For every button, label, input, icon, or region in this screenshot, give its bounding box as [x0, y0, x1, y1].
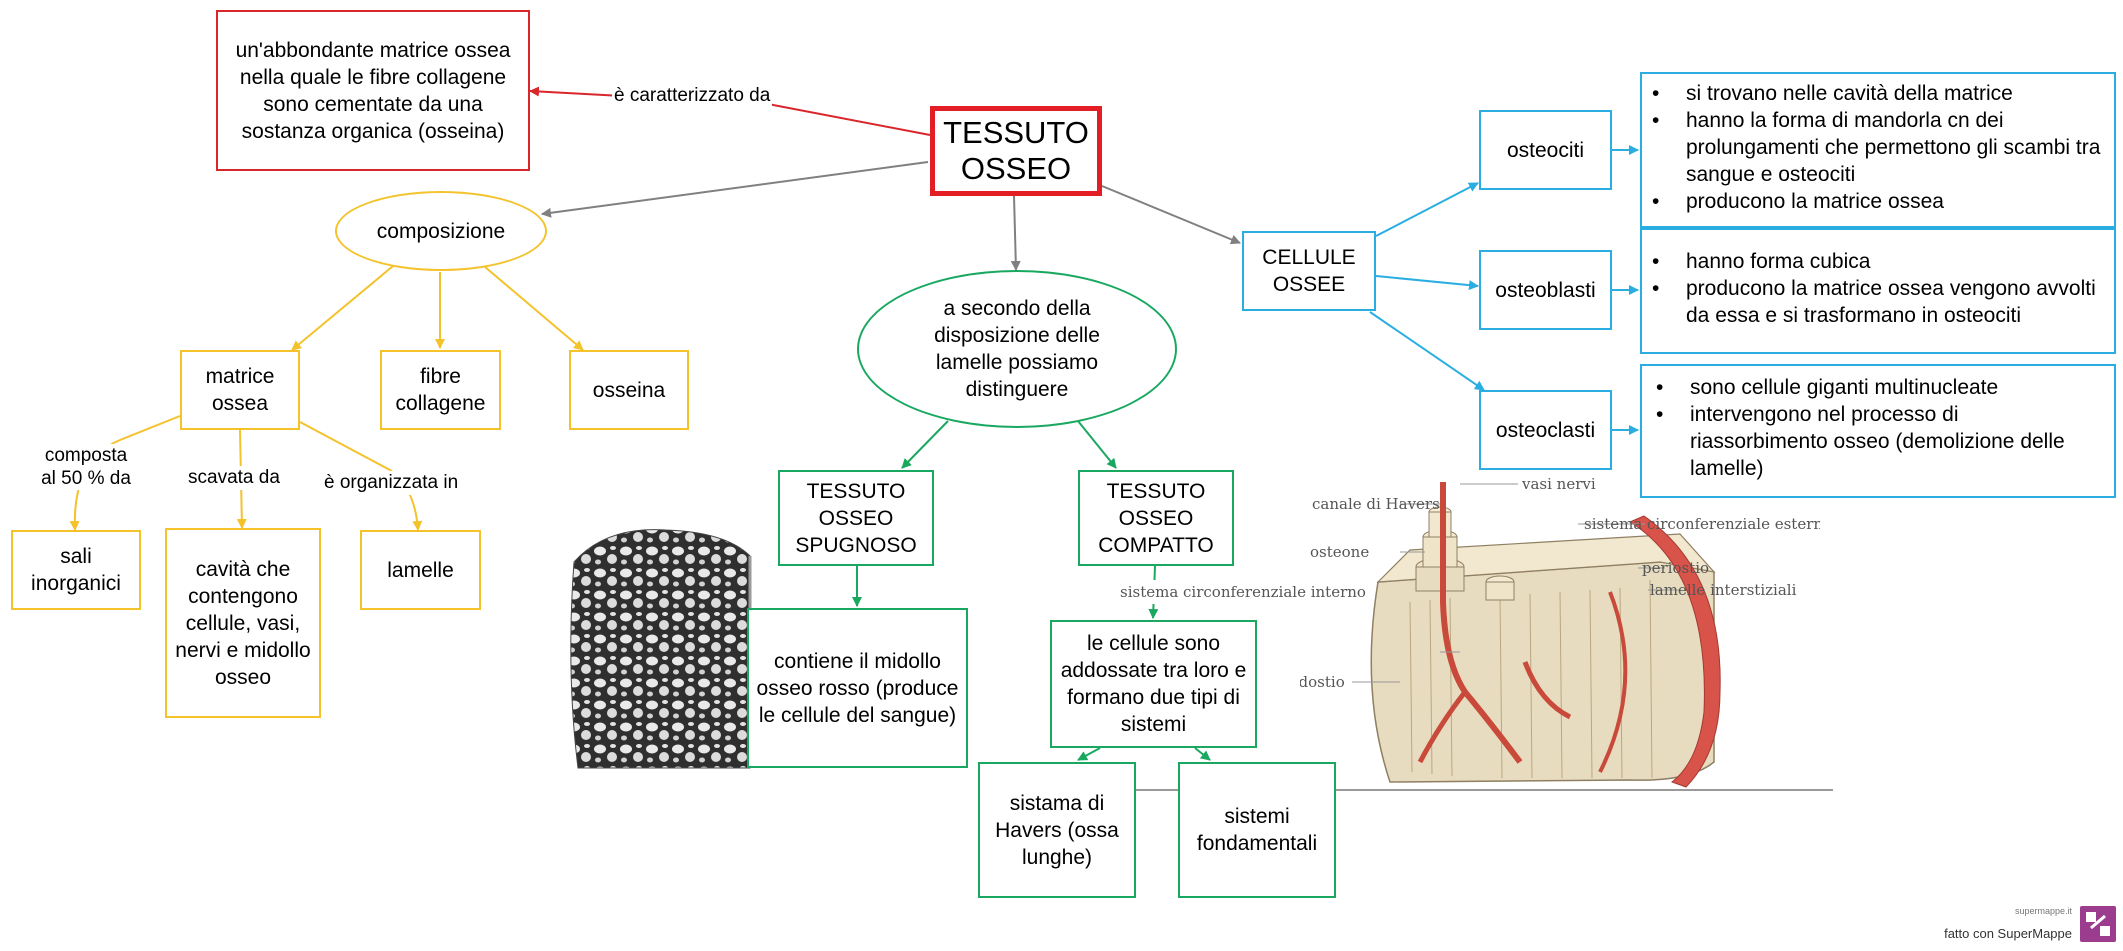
node-osteocytes[interactable]: osteociti	[1479, 110, 1612, 190]
spongy-bone-illustration	[570, 529, 752, 769]
node-composition[interactable]: composizione	[335, 191, 547, 271]
supermappe-logo-icon	[2080, 906, 2116, 942]
link-cells-to-osteocytes	[1375, 182, 1479, 237]
label-periostio: periostio	[1642, 559, 1709, 577]
label-internal-system: sistema circonferenziale interno	[1118, 580, 1368, 604]
compact-bone-illustration: vasi nervi canale di Havers sistema circ…	[1300, 475, 1820, 788]
link-main-to-distinguish	[1010, 195, 1021, 271]
node-matrix-description[interactable]: un'abbondante matrice ossea nella quale …	[216, 10, 530, 171]
label-characterized: è caratterizzato da	[612, 84, 773, 108]
link-main-to-composition	[541, 161, 929, 218]
node-cavities[interactable]: cavità che contengono cellule, vasi, ner…	[165, 528, 321, 718]
node-havers-system[interactable]: sistama di Havers (ossa lunghe)	[978, 762, 1136, 898]
list-item: si trovano nelle cavità della matrice	[1652, 80, 2104, 107]
node-bone-matrix[interactable]: matrice ossea	[180, 350, 300, 430]
node-cells-adjacent[interactable]: le cellule sono addossate tra loro e for…	[1050, 620, 1257, 748]
list-item: hanno la forma di mandorla cn dei prolun…	[1652, 107, 2104, 188]
node-salts[interactable]: sali inorganici	[11, 530, 141, 610]
node-compact[interactable]: TESSUTO OSSEO COMPATTO	[1078, 470, 1234, 566]
list-osteoclasts[interactable]: sono cellule giganti multinucleate inter…	[1640, 364, 2116, 498]
link-cells-to-osteoblasts	[1375, 275, 1479, 291]
list-osteoblasts[interactable]: hanno forma cubica producono la matrice …	[1640, 228, 2116, 354]
label-composed: composta al 50 % da	[34, 444, 138, 490]
node-distinguish[interactable]: a secondo della disposizione delle lamel…	[857, 270, 1177, 428]
label-vasi-nervi: vasi nervi	[1521, 475, 1596, 493]
list-osteocytes[interactable]: si trovano nelle cavità della matrice ha…	[1640, 72, 2116, 228]
node-spongy[interactable]: TESSUTO OSSEO SPUGNOSO	[778, 470, 934, 566]
node-collagen[interactable]: fibre collagene	[380, 350, 501, 430]
label-sistema-esterno: sistema circonferenziale esterno	[1584, 515, 1820, 533]
link-cells-to-fundamental	[1194, 747, 1211, 761]
link-distinguish-to-compact	[1077, 420, 1117, 469]
list-item: sono cellule giganti multinucleate	[1656, 374, 2100, 401]
branding[interactable]: supermappe.it fatto con SuperMappe	[1928, 904, 2116, 944]
list-item: producono la matrice ossea vengono avvol…	[1652, 275, 2104, 329]
node-osteoblasts[interactable]: osteoblasti	[1479, 250, 1612, 330]
label-canale-havers: canale di Havers	[1312, 495, 1440, 513]
list-item: intervengono nel processo di riassorbime…	[1656, 401, 2100, 482]
list-item: hanno forma cubica	[1652, 248, 2104, 275]
branding-text: fatto con SuperMappe	[1944, 926, 2072, 941]
branding-site: supermappe.it	[2014, 906, 2072, 916]
node-osteoclasts[interactable]: osteoclasti	[1479, 390, 1612, 470]
node-lamellae[interactable]: lamelle	[360, 530, 481, 610]
link-main-to-cells	[1101, 185, 1241, 245]
node-bone-cells[interactable]: CELLULE OSSEE	[1242, 231, 1376, 311]
link-distinguish-to-spongy	[901, 420, 949, 469]
link-composition-to-matrix	[291, 265, 394, 351]
label-osteone: osteone	[1310, 543, 1369, 561]
label-hollowed: scavata da	[186, 466, 282, 490]
node-fundamental-systems[interactable]: sistemi fondamentali	[1178, 762, 1336, 898]
label-organized: è organizzata in	[322, 471, 461, 495]
label-endostio: endostio	[1300, 673, 1345, 691]
link-cells-to-osteoclasts	[1369, 311, 1485, 391]
main-node-tessuto-osseo[interactable]: TESSUTO OSSEO	[930, 106, 1102, 196]
label-lamelle-interstiziali: lamelle interstiziali	[1650, 581, 1797, 599]
list-item: producono la matrice ossea	[1652, 188, 2104, 215]
node-ossein[interactable]: osseina	[569, 350, 689, 430]
link-cells-to-havers	[1077, 747, 1101, 761]
main-title: TESSUTO OSSEO	[943, 115, 1089, 186]
link-composition-to-ossein	[484, 266, 584, 351]
node-marrow[interactable]: contiene il midollo osseo rosso (produce…	[747, 608, 968, 768]
